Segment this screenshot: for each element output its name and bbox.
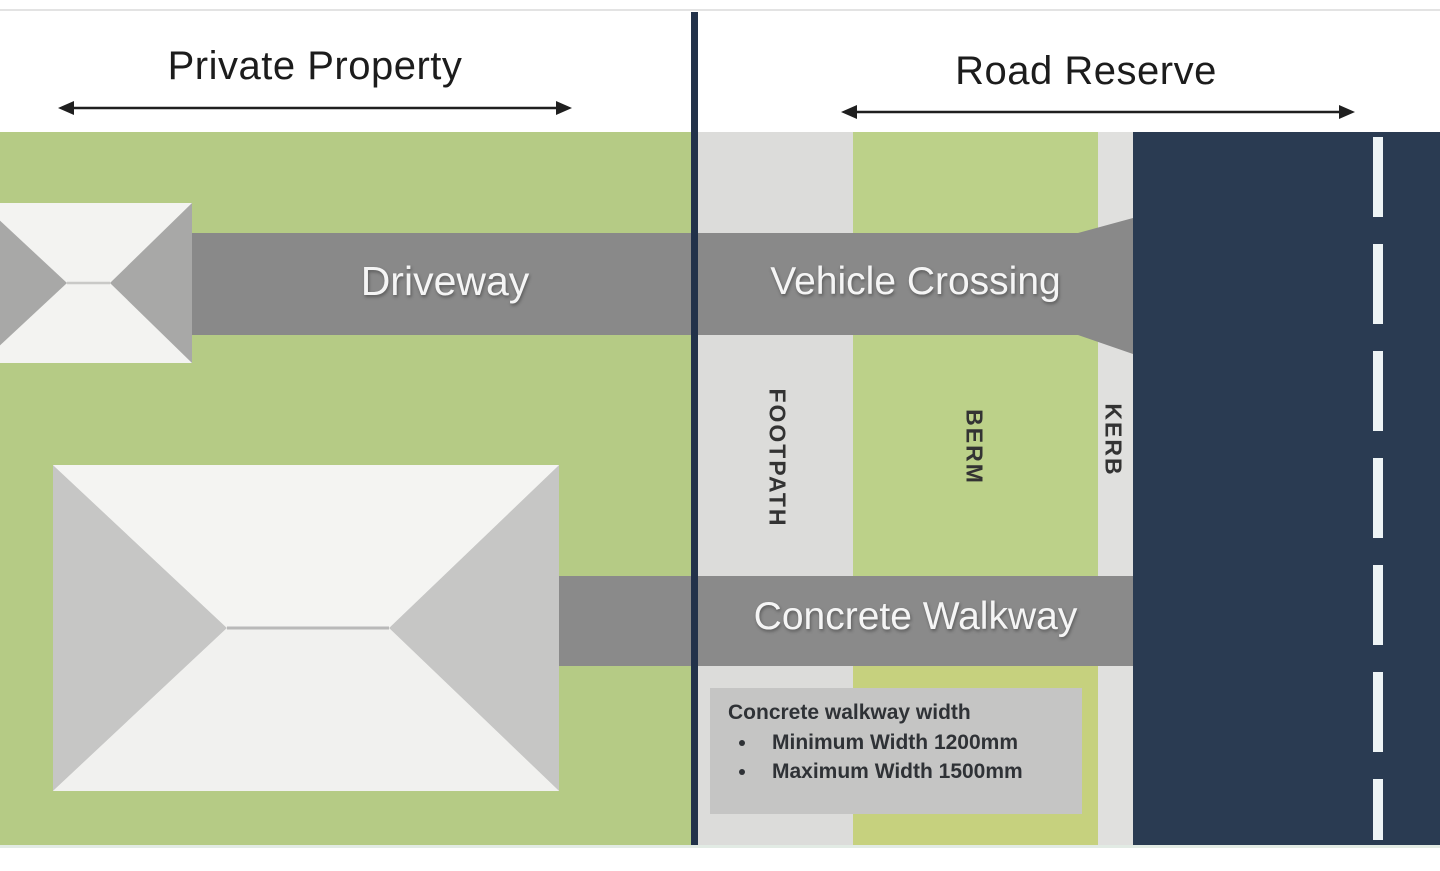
road-reserve-title: Road Reserve (955, 49, 1217, 93)
concrete-walkway-pavement (559, 576, 1133, 666)
info-box-title: Concrete walkway width (728, 701, 971, 724)
lane-marking-dashed-line (1373, 137, 1383, 840)
footpath-label: FOOTPATH (764, 388, 791, 528)
walkway-width-info-box: Concrete walkway width Minimum Width 120… (710, 688, 1082, 814)
berm-label: BERM (961, 409, 988, 485)
info-box-bullet-list: Minimum Width 1200mm Maximum Width 1500m… (728, 731, 1066, 784)
house-hip-roof (53, 465, 559, 791)
concrete-walkway-label: Concrete Walkway (753, 595, 1078, 638)
kerb-label: KERB (1100, 403, 1127, 477)
info-box-bullet-max-width: Maximum Width 1500mm (758, 760, 1066, 784)
garage-hip-roof (0, 203, 192, 363)
top-border-line (0, 9, 1440, 11)
property-boundary-line (691, 12, 698, 848)
vehicle-crossing-pavement (698, 218, 1133, 354)
road-reserve-extent-arrow-icon (841, 105, 1355, 119)
info-box-bullet-min-width: Minimum Width 1200mm (758, 731, 1066, 755)
driveway-label: Driveway (360, 258, 530, 304)
private-property-title: Private Property (167, 44, 463, 88)
vehicle-crossing-label: Vehicle Crossing (770, 260, 1061, 303)
bottom-border-line (0, 845, 1440, 848)
private-property-extent-arrow-icon (58, 101, 572, 115)
driveway-pavement (192, 233, 698, 335)
road-surface (1133, 132, 1440, 845)
